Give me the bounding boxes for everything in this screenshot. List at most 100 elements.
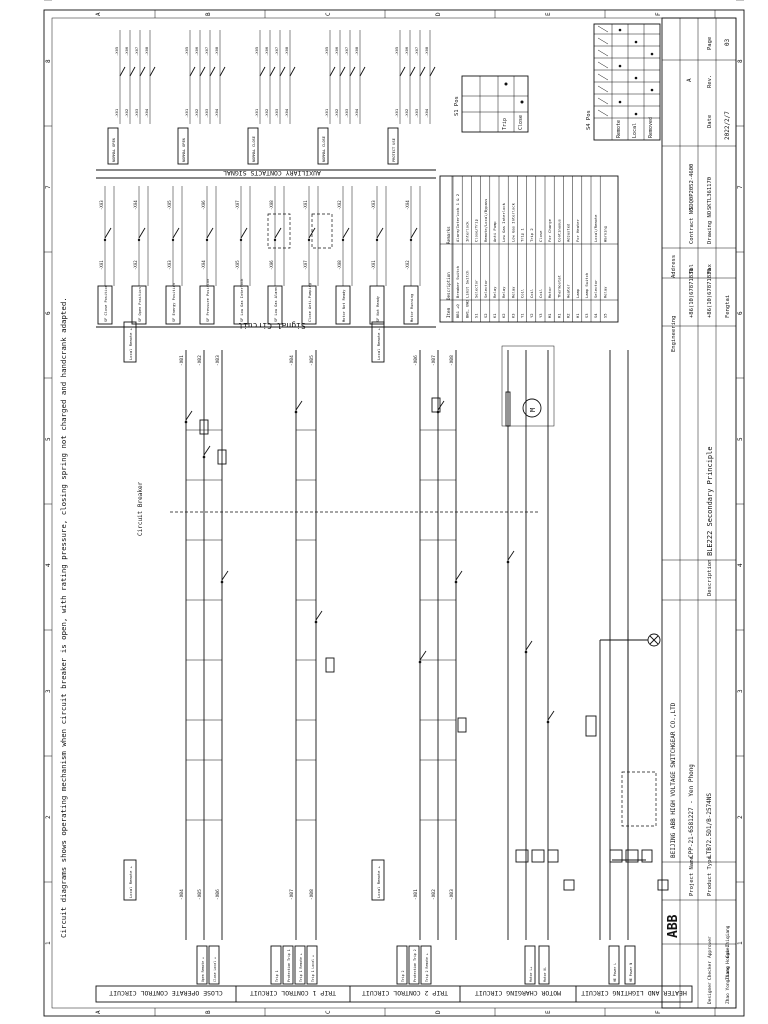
signal-terminal-label: -X04 <box>201 260 206 270</box>
row-letter-top: E <box>545 12 552 16</box>
aux-terminal-label: -X06 <box>334 46 339 56</box>
wire-label: -X01 <box>413 889 419 900</box>
terminal-box: Open Remote + <box>201 957 205 982</box>
aux-terminal-label: -X04 <box>144 108 149 118</box>
aux-terminal-label: -X03 <box>134 109 139 118</box>
aux-terminal-label: -X01 <box>184 108 189 118</box>
tel-label: Tel <box>689 264 695 274</box>
legend-description: Lamp <box>575 288 580 298</box>
col-number-right: 3 <box>737 689 744 693</box>
legend-description: Relay <box>501 286 506 298</box>
aux-terminal-label: -X07 <box>274 47 279 56</box>
legend-remarks: Continuous <box>556 219 561 242</box>
signal-terminal-label: -X02 <box>337 200 342 210</box>
section-signal-circuit: Signal Circuit <box>238 321 306 330</box>
legend-header: Remarks <box>446 226 451 244</box>
auxiliary-contacts-group: NORMAL OPEN-X01-X05-X02-X06-X03-X07-X04-… <box>107 30 436 165</box>
col-number-left: 1 <box>45 941 52 945</box>
wire-label: -X02 <box>431 889 437 900</box>
aux-terminal-label: -X01 <box>394 108 399 118</box>
aux-terminal-label: -X08 <box>354 46 359 56</box>
col-number-right: 8 <box>737 59 744 63</box>
aux-terminal-label: -X07 <box>344 47 349 56</box>
legend-item: S2 <box>483 313 488 318</box>
s1-row-close: Close <box>518 115 524 130</box>
terminal-box: Motor L+ <box>529 967 533 982</box>
aux-terminal-label: -X04 <box>284 108 289 118</box>
legend-remarks: Local/Remote <box>593 214 598 242</box>
signal-terminal-label: -X01 <box>371 260 376 270</box>
aux-terminal-label: -X07 <box>204 47 209 56</box>
wire-label: -X06 <box>215 889 221 900</box>
row-letter-top: B <box>205 12 212 16</box>
signal-terminal-label: -X04 <box>133 200 138 210</box>
aux-terminal-label: -X03 <box>414 109 419 118</box>
wire-label: -X05 <box>197 889 203 900</box>
wire-label: -X01 <box>179 355 185 366</box>
legend-remarks: For Charge <box>547 218 552 242</box>
signal-box: Close Anti-Pumping <box>308 283 312 322</box>
signal-box: Motor Running <box>410 294 414 322</box>
aux-terminal-label: -X07 <box>414 47 419 56</box>
checker-name: Zhang Hongmei <box>725 944 731 980</box>
wire-label: -X04 <box>289 355 295 366</box>
section-heater-lighting: HEATER AND LIGHTING CIRCUIT <box>581 989 687 997</box>
legend-description: Thermostat <box>556 275 561 298</box>
section-close-control: CLOSE OPERATE CONTROL CIRCUIT <box>109 989 223 997</box>
signal-terminal-label: -X01 <box>303 200 308 210</box>
legend-item: Y2 <box>529 313 534 318</box>
legend-item: K3 <box>510 313 515 318</box>
row-letter-top: C <box>325 12 332 16</box>
designer-role: Designer <box>707 982 713 1004</box>
tel-value: +86(10)67871838 <box>689 268 695 318</box>
aux-terminal-label: -X05 <box>254 47 259 56</box>
legend-header: Item <box>446 307 451 318</box>
legend-item: S3 <box>584 313 589 318</box>
aux-terminal-label: -X05 <box>114 47 119 56</box>
section-auxiliary-contacts: AUXILIARY CONTACTS SIGNAL <box>223 169 321 177</box>
signal-box: SF Close Position <box>104 285 108 322</box>
legend-description: Heater <box>566 284 571 298</box>
col-number-right: 4 <box>737 563 744 567</box>
motor-heater-detail: M <box>501 345 669 940</box>
aux-group-label: NORMAL OPEN <box>182 138 186 162</box>
approver-role: Approver <box>707 936 713 958</box>
signal-terminal-label: -X06 <box>201 200 206 210</box>
contract-no-label: Contract NO <box>689 208 695 244</box>
legend-description: Breaker Switch <box>455 266 460 298</box>
row-letter-bottom: B <box>205 1010 212 1014</box>
legend-description: Selector <box>593 279 598 298</box>
drawing-no-label: Drawing NO <box>707 211 713 244</box>
s1-row-trip: Trip <box>502 118 508 130</box>
aux-terminal-label: -X08 <box>284 46 289 56</box>
aux-terminal-label: -X02 <box>124 109 129 118</box>
circuit-breaker-label: Circuit Breaker <box>137 481 144 536</box>
aux-terminal-label: -X05 <box>184 47 189 56</box>
row-letter-bottom: F <box>655 1010 662 1014</box>
wire-label: -X06 <box>413 355 419 366</box>
legend-description: Selector <box>483 279 488 298</box>
address-value: Fengtai <box>725 295 731 318</box>
terminal-box: Protection Trip 2 <box>413 949 417 982</box>
aux-terminal-label: -X05 <box>324 47 329 56</box>
aux-group-label: PROTECT USE <box>392 138 396 162</box>
aux-terminal-label: -X01 <box>324 108 329 118</box>
aux-terminal-label: -X08 <box>144 46 149 56</box>
signal-box: SF Not Ready <box>376 295 380 322</box>
aux-terminal-label: -X08 <box>214 46 219 56</box>
legend-item: S5 <box>602 313 607 318</box>
description-label: Description <box>707 560 713 596</box>
signal-terminal-label: -X05 <box>235 260 240 270</box>
row-letter-top: A <box>95 12 102 16</box>
col-number-left: 6 <box>45 311 52 315</box>
wire-label: -X08 <box>309 889 315 900</box>
legend-remarks: Anti Pump <box>492 221 497 242</box>
signal-terminal-label: -X06 <box>269 260 274 270</box>
fax-value: +86(10)67871836 <box>707 268 713 318</box>
legend-remarks: Low Gas Interlock <box>510 202 515 242</box>
signal-terminal-label: -X01 <box>99 260 104 270</box>
terminal-box: Motor N- <box>543 967 547 982</box>
